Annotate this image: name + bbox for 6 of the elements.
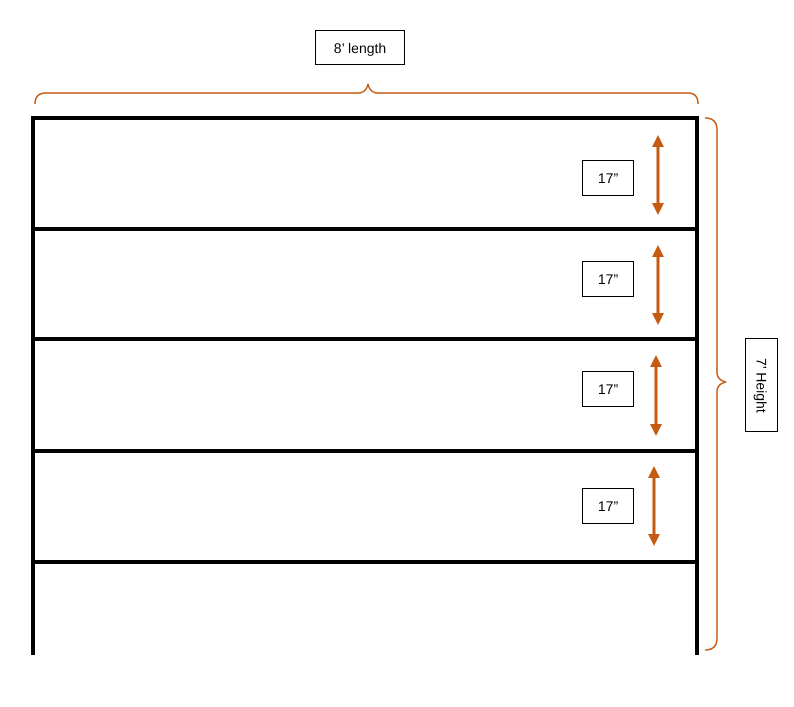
dimension-label: 17”	[582, 261, 634, 297]
dimension-label: 17”	[582, 160, 634, 196]
dimension-label: 17”	[582, 371, 634, 407]
dimension-label: 7’ Height	[745, 338, 778, 432]
dimension-label: 17”	[582, 488, 634, 524]
dimension-label: 8’ length	[315, 30, 405, 65]
